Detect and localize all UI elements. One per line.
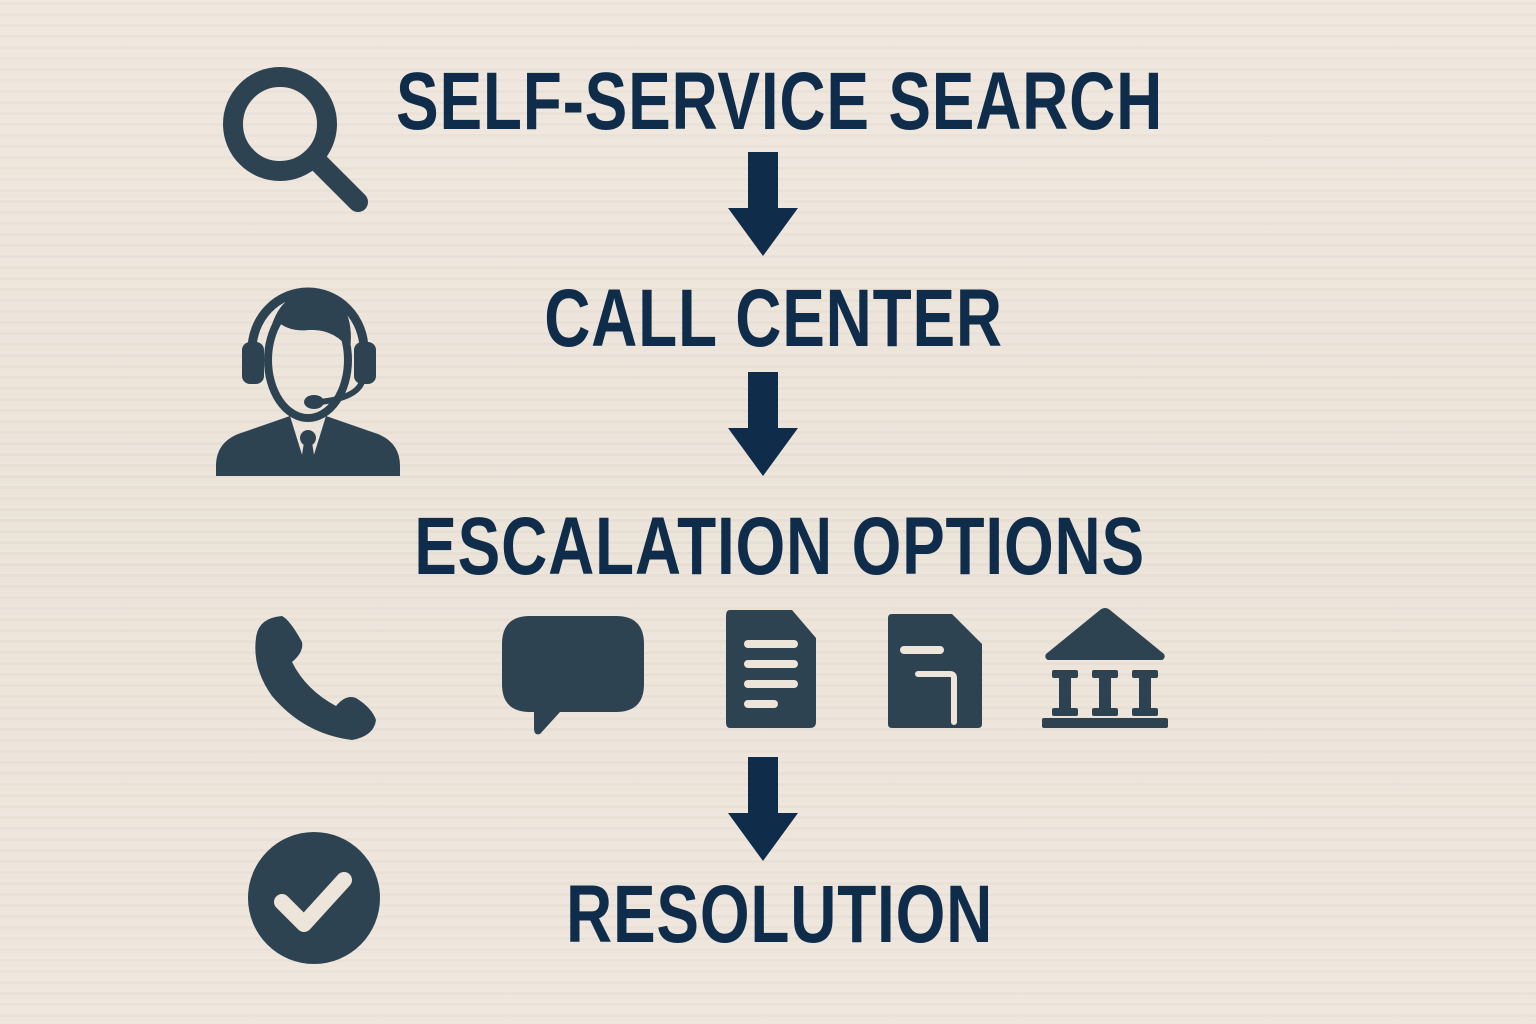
arrow-down-icon xyxy=(728,757,798,861)
arrow-down-icon xyxy=(728,152,798,256)
headset-agent-icon xyxy=(216,287,400,476)
document-icon xyxy=(726,610,816,728)
step-resolution: RESOLUTION xyxy=(565,869,994,960)
chat-bubble-icon xyxy=(502,616,644,735)
form-document-icon xyxy=(888,614,982,728)
bank-institution-icon xyxy=(1042,608,1168,728)
step-escalation-options: ESCALATION OPTIONS xyxy=(414,501,1145,592)
check-circle-icon xyxy=(248,832,380,964)
phone-icon xyxy=(255,616,376,740)
step-self-service-search: SELF-SERVICE SEARCH xyxy=(396,56,1164,147)
step-call-center: CALL CENTER xyxy=(544,273,1003,364)
search-icon xyxy=(223,67,368,212)
arrow-down-icon xyxy=(728,372,798,476)
